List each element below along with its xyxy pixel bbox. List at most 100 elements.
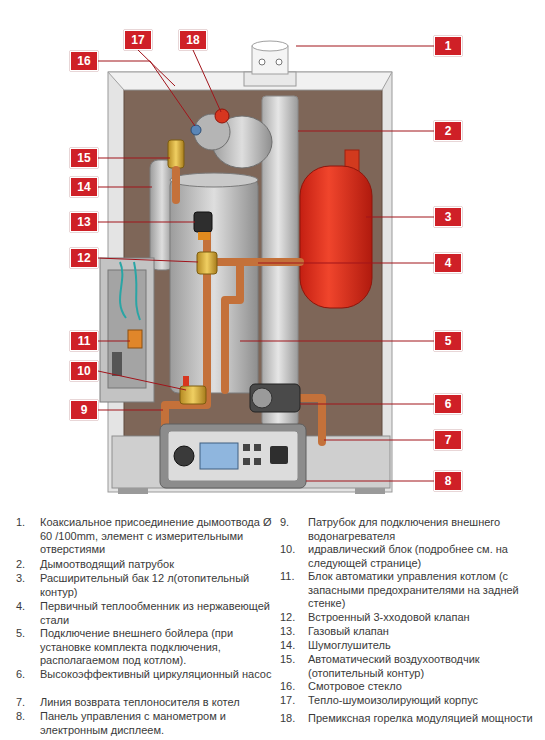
callout-number: 15	[77, 151, 90, 165]
list-number: 17.	[280, 694, 304, 708]
list-number: 5.	[16, 627, 40, 641]
casing-foot	[118, 488, 148, 494]
list-text: Автоматический воздухоотводчик (отопител…	[308, 653, 540, 680]
measure-hole	[276, 59, 282, 65]
leader-line	[98, 410, 163, 411]
callout-box: 10	[70, 361, 98, 381]
callout-box: 17	[124, 30, 152, 50]
callout-box: 11	[70, 331, 98, 351]
pump-body	[250, 384, 300, 412]
callout-number: 8	[445, 474, 452, 488]
control-box	[100, 258, 154, 402]
list-number: 12.	[280, 611, 304, 625]
leader-line	[98, 187, 152, 188]
callout-number: 13	[77, 215, 90, 229]
list-text: Премиксная горелка модуляцией мощности	[308, 712, 540, 726]
leader-line	[324, 440, 434, 441]
callout-box: 2	[434, 121, 462, 141]
heat-exchanger-top	[170, 173, 258, 187]
callout-box: 9	[70, 400, 98, 420]
callout-box: 15	[70, 148, 98, 168]
leader-line	[306, 481, 434, 482]
heat-exchanger	[170, 178, 258, 393]
list-text: Шумоглушитель	[308, 639, 540, 653]
leader-line	[98, 222, 195, 223]
list-number: 10.	[280, 543, 304, 557]
copper-pipe	[165, 300, 207, 435]
callout-number: 18	[186, 33, 199, 47]
leader-lines	[98, 46, 434, 481]
air-vent	[168, 140, 184, 168]
callout-box: 1	[434, 36, 462, 56]
leader-line	[366, 217, 434, 218]
list-text: Блок автоматики управления котлом (с зап…	[308, 570, 540, 611]
callout-number: 3	[445, 210, 452, 224]
copper-pipe	[172, 170, 180, 200]
gas-valve-coil	[198, 232, 210, 240]
sight-glass	[191, 125, 201, 135]
fuse-holder	[128, 330, 142, 348]
callout-box: 16	[70, 51, 98, 71]
button	[243, 458, 250, 465]
list-text: Встроенный 3-ххoдовой клапан	[308, 611, 540, 625]
wires	[120, 262, 140, 320]
list-number: 6.	[16, 668, 40, 682]
pressure-gauge	[174, 446, 194, 466]
callout-number: 6	[445, 397, 452, 411]
list-number: 15.	[280, 653, 304, 667]
leader-line	[258, 263, 434, 264]
pump-head	[252, 388, 272, 408]
list-number: 18.	[280, 712, 304, 726]
list-number: 1.	[16, 516, 40, 530]
callout-number: 12	[77, 251, 90, 265]
list-text: Газовый клапан	[308, 625, 540, 639]
burner-part	[215, 109, 229, 123]
leader-line	[98, 61, 195, 126]
list-text: Смотровое стекло	[308, 680, 540, 694]
callout-number: 9	[81, 403, 88, 417]
callout-number: 16	[77, 54, 90, 68]
list-number: 16.	[280, 680, 304, 694]
callout-box: 8	[434, 471, 462, 491]
callout-number: 11	[78, 334, 91, 348]
panel-face	[168, 431, 298, 481]
list-number: 8.	[16, 710, 40, 724]
list-number: 13.	[280, 625, 304, 639]
list-text: идравлический блок (подробнее см. на сле…	[308, 543, 540, 570]
callout-box: 7	[434, 430, 462, 450]
list-text: Панель управления с манометром и электро…	[40, 710, 272, 737]
callout-box: 14	[70, 177, 98, 197]
callout-number: 14	[77, 180, 90, 194]
list-text: Высокоэффективный циркуляционный насос	[40, 668, 272, 682]
leader-line	[98, 341, 130, 342]
callout-number: 1	[445, 39, 452, 53]
list-number: 3.	[16, 572, 40, 586]
leader-line	[193, 50, 221, 112]
callout-box: 13	[70, 212, 98, 232]
callout-number: 4	[445, 256, 452, 270]
leader-line	[296, 46, 434, 47]
list-text: Первичный теплообменник из нержавеющей с…	[40, 600, 272, 627]
button	[254, 458, 261, 465]
valve-knob	[183, 376, 189, 386]
callout-box: 5	[434, 331, 462, 351]
measure-hole	[259, 59, 265, 65]
list-text: Подключение внешнего бойлера (при устано…	[40, 627, 272, 668]
callout-box: 6	[434, 394, 462, 414]
callout-number: 17	[131, 33, 144, 47]
leader-line	[98, 371, 186, 390]
flue-rim	[252, 41, 288, 51]
callout-box: 18	[179, 30, 207, 50]
list-text: Тепло-шумоизолирующий корпус	[308, 694, 540, 708]
three-way-valve	[197, 252, 217, 274]
control-panel	[160, 424, 306, 488]
leader-line	[240, 341, 434, 342]
leader-line	[98, 158, 170, 159]
copper-pipes	[165, 170, 322, 442]
leader-line	[98, 258, 198, 262]
casing-top	[108, 72, 392, 90]
list-text: Коаксиальное присоединение дымоотвода Ø …	[40, 516, 272, 557]
callout-number: 5	[445, 334, 452, 348]
list-number: 11.	[280, 570, 304, 584]
